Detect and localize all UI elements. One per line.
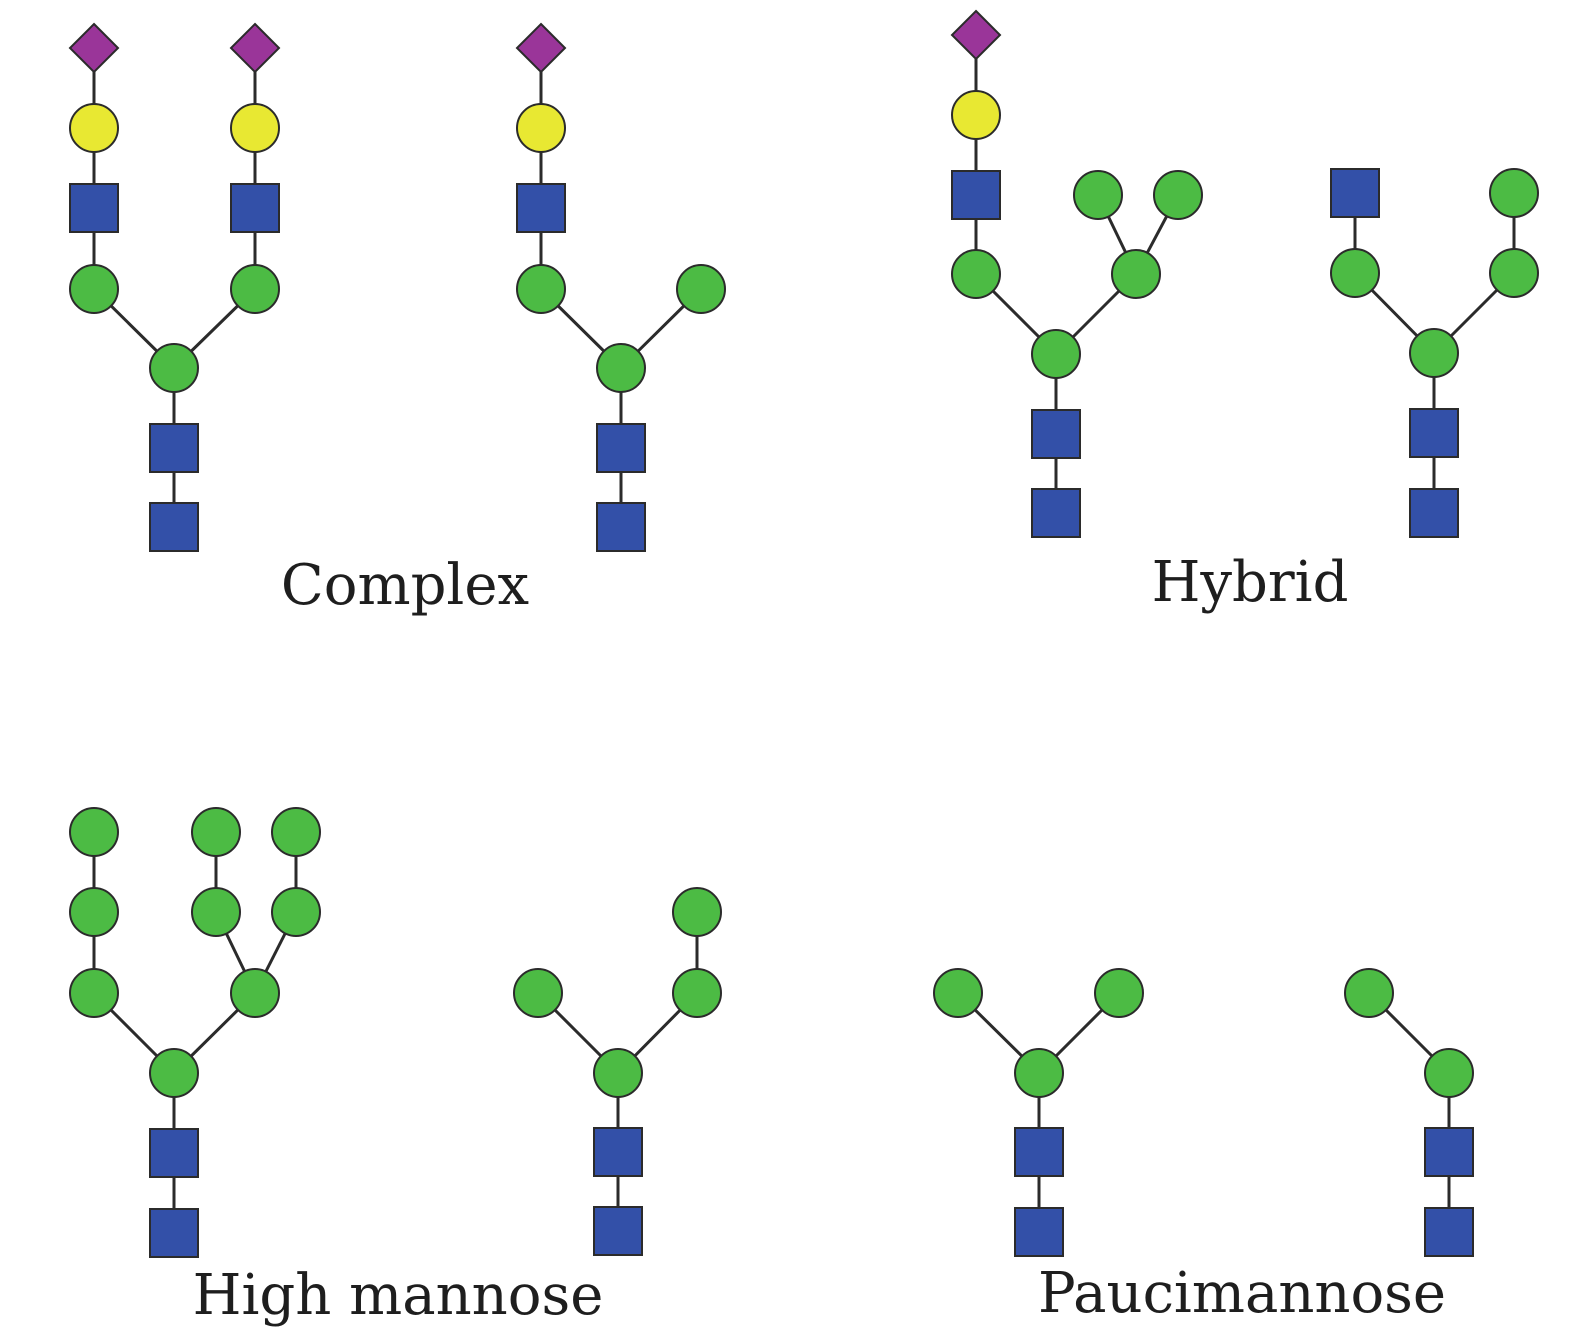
nodes-layer (68, 9, 1539, 1258)
mannose-circle-icon (951, 249, 1001, 299)
mannose-circle-icon (1409, 328, 1459, 378)
paucimannose-man3 (933, 968, 1144, 1257)
mannose-circle-icon (1330, 248, 1380, 298)
mannose-circle-icon (1031, 329, 1081, 379)
mannose-circle-icon (1153, 170, 1203, 220)
galactose-circle-icon (69, 103, 119, 153)
mannose-circle-icon (1424, 1048, 1474, 1098)
glcnac-square-icon (596, 423, 646, 473)
glcnac-square-icon (1409, 408, 1459, 458)
glcnac-square-icon (516, 183, 566, 233)
glcnac-square-icon (951, 170, 1001, 220)
galactose-circle-icon (230, 103, 280, 153)
mannose-circle-icon (271, 807, 321, 857)
mannose-circle-icon (1489, 248, 1539, 298)
glcnac-square-icon (593, 1206, 643, 1256)
complex-label: Complex (280, 553, 530, 618)
glcnac-square-icon (149, 502, 199, 552)
mannose-circle-icon (593, 1048, 643, 1098)
mannose-circle-icon (230, 968, 280, 1018)
glcnac-square-icon (1014, 1207, 1064, 1257)
mannose-circle-icon (1094, 968, 1144, 1018)
mannose-circle-icon (191, 807, 241, 857)
glcnac-square-icon (230, 183, 280, 233)
hybrid-label: Hybrid (1151, 550, 1349, 615)
links-layer (92, 35, 1516, 1233)
glcnac-square-icon (1409, 488, 1459, 538)
mannose-circle-icon (191, 887, 241, 937)
sialic-acid-diamond-icon (950, 9, 1002, 61)
sialic-acid-diamond-icon (515, 22, 567, 74)
high-mannose-label: High mannose (192, 1263, 604, 1328)
mannose-circle-icon (69, 968, 119, 1018)
sialic-acid-diamond-icon (68, 22, 120, 74)
glcnac-square-icon (596, 502, 646, 552)
glcnac-square-icon (69, 183, 119, 233)
mannose-circle-icon (516, 264, 566, 314)
mannose-circle-icon (149, 1048, 199, 1098)
paucimannose-label: Paucimannose (1037, 1261, 1447, 1326)
high-mannose-man4 (513, 887, 722, 1256)
high-mannose-man9 (69, 807, 321, 1258)
mannose-circle-icon (69, 264, 119, 314)
hybrid-sialylated (950, 9, 1203, 538)
mannose-circle-icon (933, 968, 983, 1018)
glcnac-square-icon (1330, 168, 1380, 218)
glcnac-square-icon (149, 423, 199, 473)
mannose-circle-icon (596, 343, 646, 393)
mannose-circle-icon (672, 887, 722, 937)
glcnac-square-icon (1031, 409, 1081, 459)
sialic-acid-diamond-icon (229, 22, 281, 74)
hybrid-glcnac (1330, 168, 1539, 538)
complex-monoantennary-sialylated (515, 22, 726, 552)
glcnac-square-icon (1424, 1207, 1474, 1257)
mannose-circle-icon (149, 343, 199, 393)
mannose-circle-icon (1014, 1048, 1064, 1098)
mannose-circle-icon (271, 887, 321, 937)
mannose-circle-icon (69, 887, 119, 937)
mannose-circle-icon (676, 264, 726, 314)
mannose-circle-icon (230, 264, 280, 314)
mannose-circle-icon (672, 968, 722, 1018)
glcnac-square-icon (1031, 488, 1081, 538)
mannose-circle-icon (513, 968, 563, 1018)
galactose-circle-icon (951, 90, 1001, 140)
glcnac-square-icon (149, 1208, 199, 1258)
glcnac-square-icon (149, 1128, 199, 1178)
galactose-circle-icon (516, 103, 566, 153)
complex-biantennary-sialylated (68, 22, 281, 552)
mannose-circle-icon (69, 807, 119, 857)
mannose-circle-icon (1344, 968, 1394, 1018)
mannose-circle-icon (1489, 168, 1539, 218)
paucimannose-man2 (1344, 968, 1474, 1257)
mannose-circle-icon (1111, 249, 1161, 299)
mannose-circle-icon (1073, 170, 1123, 220)
glcnac-square-icon (593, 1127, 643, 1177)
glcnac-square-icon (1424, 1127, 1474, 1177)
glcnac-square-icon (1014, 1127, 1064, 1177)
